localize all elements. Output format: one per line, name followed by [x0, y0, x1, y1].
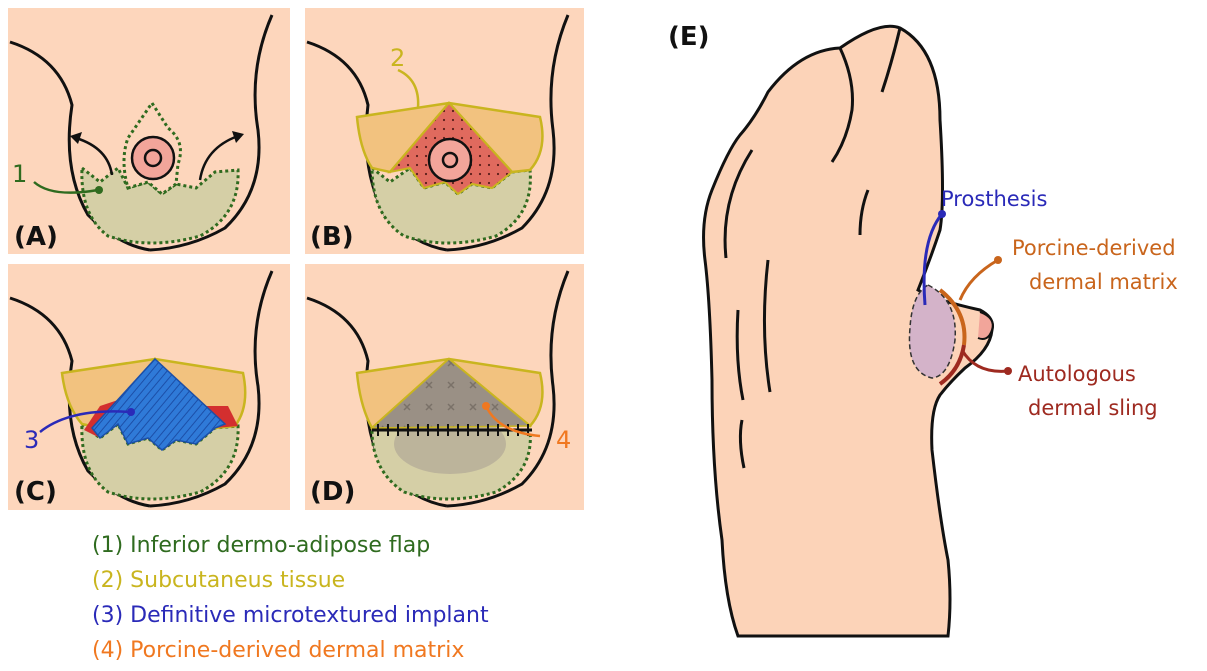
legend-item: (3) Definitive microtextured implant	[92, 598, 489, 633]
prosthesis-label: Prosthesis	[941, 187, 1047, 211]
porcine-label-line2: dermal matrix	[1029, 270, 1178, 294]
nipple	[145, 150, 161, 166]
panel-e: (E) Prosthesis Porcine-derived dermal ma…	[668, 22, 1178, 636]
number-2: 2	[390, 44, 405, 72]
panel-e-label: (E)	[668, 22, 710, 52]
callout-1-dot	[95, 186, 103, 194]
callout-4-dot	[482, 402, 490, 410]
panel-c-label: (C)	[14, 477, 57, 507]
sling-callout-dot	[1004, 367, 1012, 375]
number-4: 4	[556, 426, 571, 454]
nipple	[443, 153, 457, 167]
prosthesis-callout-dot	[938, 210, 946, 218]
sling-label-line1: Autologous	[1018, 362, 1136, 386]
panel-d: 4 (D)	[305, 264, 584, 510]
legend-item: (1) Inferior dermo-adipose flap	[92, 528, 489, 563]
panel-d-label: (D)	[310, 477, 355, 507]
porcine-callout-dot	[994, 256, 1002, 264]
legend-item: (4) Porcine-derived dermal matrix	[92, 633, 489, 668]
number-3: 3	[24, 426, 39, 454]
porcine-callout-line	[960, 260, 998, 300]
number-1: 1	[12, 160, 27, 188]
nipple-e	[978, 312, 993, 339]
panel-a-label: (A)	[14, 222, 58, 252]
sling-label-line2: dermal sling	[1028, 396, 1158, 420]
porcine-label-line1: Porcine-derived	[1012, 236, 1176, 260]
panel-b: 2 (B)	[305, 8, 584, 254]
panel-c: 3 (C)	[8, 264, 290, 510]
legend: (1) Inferior dermo-adipose flap (2) Subc…	[92, 528, 489, 668]
callout-3-dot	[127, 408, 135, 416]
panel-b-label: (B)	[310, 222, 354, 252]
legend-item: (2) Subcutaneus tissue	[92, 563, 489, 598]
panel-a: 1 (A)	[8, 8, 290, 254]
